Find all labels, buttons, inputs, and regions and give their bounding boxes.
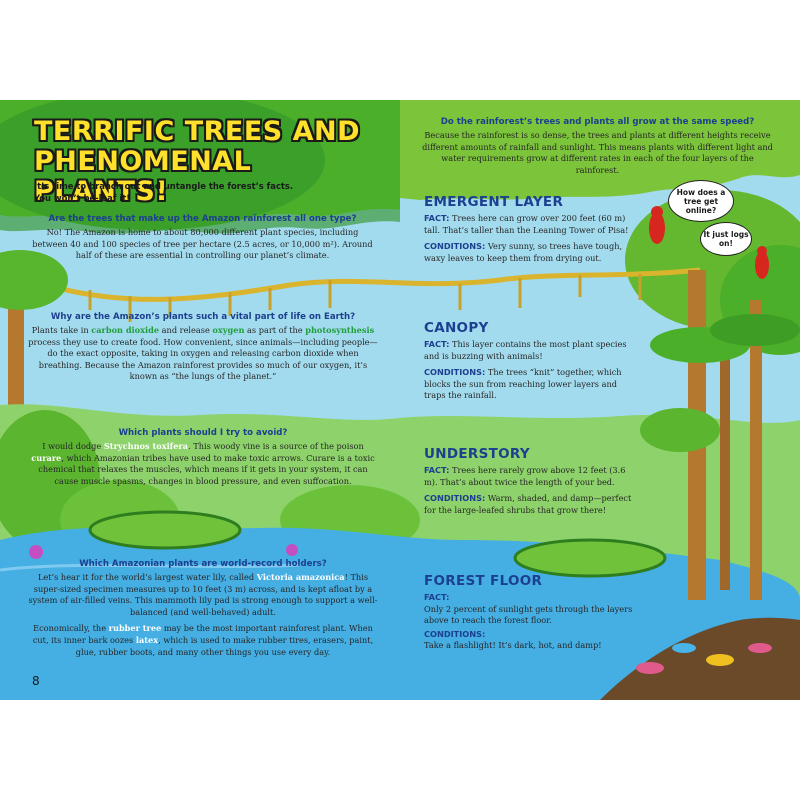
intro-line-1: It’s time to branch out and untangle the… xyxy=(34,181,294,191)
layer-fact: FACT: This layer contains the most plant… xyxy=(424,339,627,361)
layer-heading: FOREST FLOOR xyxy=(424,573,543,589)
parrot-right xyxy=(755,251,769,279)
keyword-oxygen: oxygen xyxy=(212,325,245,335)
left-title: TERRIFIC TREES AND PHENOMENAL PLANTS! xyxy=(34,117,364,207)
layer-emergent: EMERGENT LAYER FACT: Trees here can grow… xyxy=(424,194,639,264)
section-text-1: Let’s hear it for the world’s largest wa… xyxy=(28,572,378,617)
fact-label: FACT: xyxy=(424,592,450,602)
keyword-photosynthesis: photosynthesis xyxy=(305,325,375,335)
page-number: 8 xyxy=(32,674,40,688)
section-tree-types: Are the trees that make up the Amazon ra… xyxy=(30,214,375,262)
layer-forest-floor: FOREST FLOOR FACT: Only 2 percent of sun… xyxy=(424,573,639,652)
lily-pad-left xyxy=(88,510,242,550)
keyword-curare: curare xyxy=(31,452,62,463)
keyword-strychnos: Strychnos toxifera xyxy=(103,441,189,451)
layer-conditions: CONDITIONS: Very sunny, so trees have to… xyxy=(424,241,623,263)
layer-conditions: CONDITIONS: The trees “knit” together, w… xyxy=(424,367,622,401)
section-question: Which plants should I try to avoid? xyxy=(118,428,288,438)
right-canopy xyxy=(400,100,800,200)
layer-heading: EMERGENT LAYER xyxy=(424,194,564,210)
layer-conditions: Take a flashlight! It’s dark, hot, and d… xyxy=(424,640,602,651)
joke-bubble-question: How does a tree get online? xyxy=(668,180,734,222)
joke-bubble-answer: It just logs on! xyxy=(700,222,752,256)
section-text: No! The Amazon is home to about 80,000 d… xyxy=(32,227,373,261)
layer-conditions: CONDITIONS: Warm, shaded, and damp—perfe… xyxy=(424,493,632,515)
section-record-holders: Which Amazonian plants are world-record … xyxy=(28,559,378,658)
section-vital-plants: Why are the Amazon’s plants such a vital… xyxy=(28,312,378,383)
keyword-carbon-dioxide: carbon dioxide xyxy=(91,325,160,335)
layer-fact: FACT: Trees here can grow over 200 feet … xyxy=(424,213,629,235)
keyword-victoria-amazonica: Victoria amazonica xyxy=(256,572,345,582)
book-spread: TERRIFIC TREES AND PHENOMENAL PLANTS! It… xyxy=(0,100,800,700)
layer-fact: Only 2 percent of sunlight gets through … xyxy=(424,603,633,626)
layer-heading: CANOPY xyxy=(424,320,489,336)
intro: It’s time to branch out and untangle the… xyxy=(34,180,344,204)
keyword-latex: latex xyxy=(135,634,159,645)
section-text: I would dodge Strychnos toxifera. This w… xyxy=(31,441,375,486)
parrot-left xyxy=(649,212,665,244)
section-text: Plants take in carbon dioxide and releas… xyxy=(28,325,378,382)
hanging-vine xyxy=(29,267,701,302)
section-text-2: Economically, the rubber tree may be the… xyxy=(32,623,374,657)
layer-understory: UNDERSTORY FACT: Trees here rarely grow … xyxy=(424,446,639,516)
intro-line-2: You won’t be-leaf it! xyxy=(34,193,131,203)
layer-heading: UNDERSTORY xyxy=(424,446,530,462)
title-bush xyxy=(0,100,325,230)
section-question: Are the trees that make up the Amazon ra… xyxy=(48,214,357,224)
section-question: Do the rainforest’s trees and plants all… xyxy=(440,117,755,127)
lily-pad-right xyxy=(513,538,667,578)
layer-fact: FACT: Trees here rarely grow above 12 fe… xyxy=(424,465,626,487)
section-question: Which Amazonian plants are world-record … xyxy=(79,559,327,569)
section-plants-to-avoid: Which plants should I try to avoid? I wo… xyxy=(28,428,378,487)
title-line-2: PHENOMENAL PLANTS! xyxy=(34,146,252,207)
mushroom xyxy=(636,662,664,674)
section-question: Why are the Amazon’s plants such a vital… xyxy=(50,312,356,322)
title-line-1: TERRIFIC TREES AND xyxy=(34,116,361,147)
water-flower xyxy=(29,545,43,559)
forest-floor-mound xyxy=(600,617,800,700)
layer-canopy: CANOPY FACT: This layer contains the mos… xyxy=(424,320,639,402)
rainforest-illustration xyxy=(0,100,800,700)
conditions-label: CONDITIONS: xyxy=(424,628,486,639)
keyword-rubber-tree: rubber tree xyxy=(108,623,162,634)
section-growth-speed: Do the rainforest’s trees and plants all… xyxy=(420,117,775,176)
section-text: Because the rainforest is so dense, the … xyxy=(422,130,773,175)
